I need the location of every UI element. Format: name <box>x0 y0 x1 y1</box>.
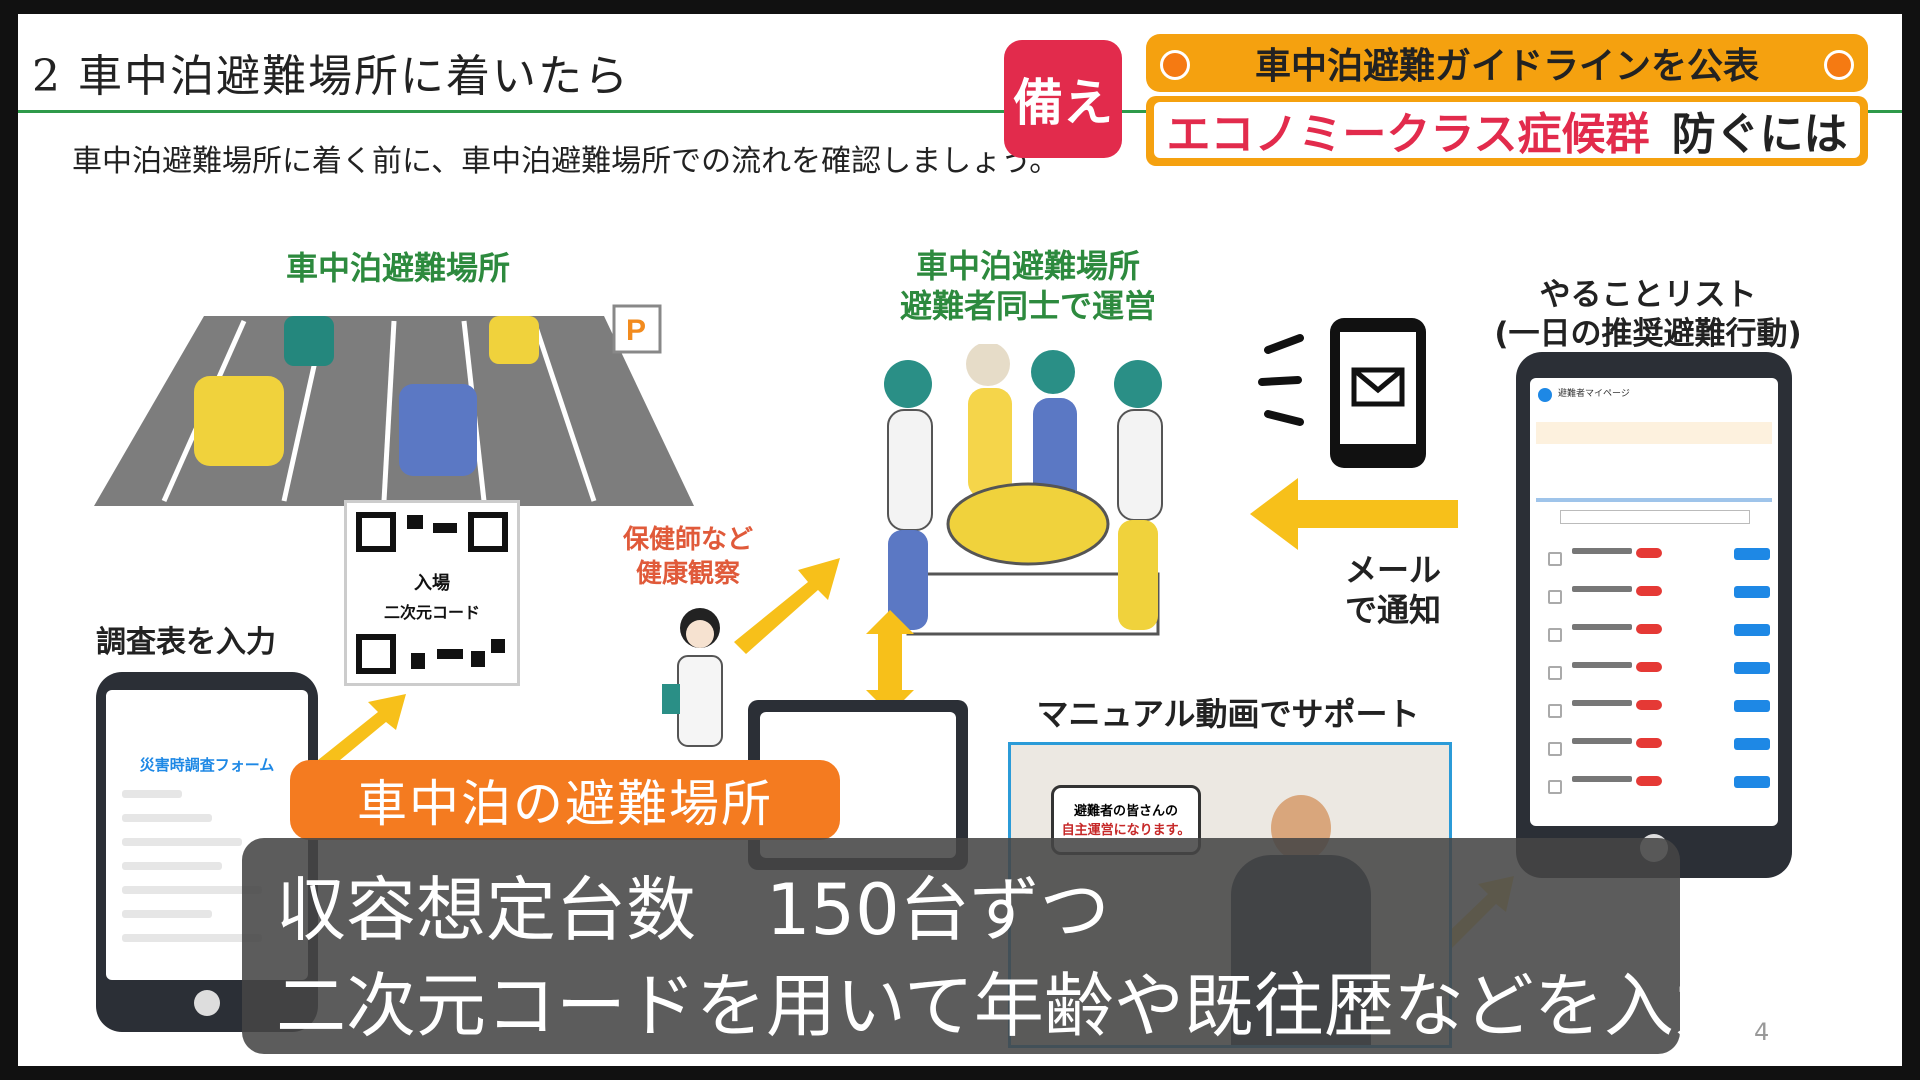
todo-item[interactable] <box>1548 738 1770 764</box>
parking-label: 車中泊避難場所 <box>285 249 510 287</box>
title-divider <box>18 110 1902 113</box>
video-support-label: マニュアル動画でサポート <box>1036 695 1420 733</box>
task-text <box>1572 738 1632 744</box>
section-title: 2 車中泊避難場所に着いたら <box>32 51 630 102</box>
svg-text:P: P <box>626 314 646 347</box>
qr-label-entry: 入場 <box>414 573 450 594</box>
todo-tablet: 避難者マイページ <box>1516 352 1792 878</box>
todo-item[interactable] <box>1548 776 1770 802</box>
form-field[interactable] <box>122 886 262 894</box>
slide-subtitle: 車中泊避難場所に着く前に、車中泊避難場所での流れを確認しましょう。 <box>72 144 1060 179</box>
parking-lot-illustration: P <box>94 304 694 506</box>
headline-bottom-banner: エコノミークラス症候群 防ぐには <box>1146 96 1868 166</box>
sign-line2: 自主運営になります。 <box>1061 823 1191 838</box>
form-field[interactable] <box>122 814 212 822</box>
task-text <box>1572 776 1632 782</box>
todo-list-label: やることリスト (一日の推奨避難行動) <box>1478 276 1818 354</box>
form-field[interactable] <box>122 910 212 918</box>
mypage-add-button[interactable] <box>1560 510 1750 524</box>
dot-icon <box>1160 50 1190 80</box>
mypage-avatar-icon <box>1538 388 1552 402</box>
todo-item[interactable] <box>1548 586 1770 612</box>
guide-button[interactable] <box>1734 548 1770 560</box>
phone-home-button <box>194 990 220 1016</box>
checkbox[interactable] <box>1548 704 1562 718</box>
required-badge <box>1636 624 1662 634</box>
mail-notify-label: メール で通知 <box>1318 550 1468 630</box>
todo-item[interactable] <box>1548 662 1770 688</box>
checkbox[interactable] <box>1548 590 1562 604</box>
headline-top-banner: 車中泊避難ガイドラインを公表 <box>1146 34 1868 92</box>
mail-label-line1: メール <box>1344 551 1441 589</box>
required-badge <box>1636 586 1662 596</box>
guide-button[interactable] <box>1734 662 1770 674</box>
todo-item[interactable] <box>1548 548 1770 574</box>
headline-bottom-inner: エコノミークラス症候群 防ぐには <box>1154 102 1860 160</box>
evacuees-cooking-illustration <box>884 344 1163 636</box>
required-badge <box>1636 738 1662 748</box>
todo-item[interactable] <box>1548 700 1770 726</box>
task-text <box>1572 700 1632 706</box>
headline-top-text: 車中泊避難ガイドラインを公表 <box>1254 46 1759 87</box>
caption-line-2: 二次元コードを用いて年齢や既往歴などを入力 <box>276 965 1744 1047</box>
survey-phone: 災害時調査フォーム <box>96 672 318 1032</box>
required-badge <box>1636 776 1662 786</box>
survey-label: 調査表を入力 <box>96 625 276 660</box>
sonae-badge: 備え <box>1004 40 1122 158</box>
entry-qr-code: 入場 二次元コード <box>344 500 520 686</box>
guide-button[interactable] <box>1734 700 1770 712</box>
mypage-progress <box>1536 498 1772 502</box>
health-label-line2: 健康観察 <box>635 558 740 589</box>
task-text <box>1572 548 1632 554</box>
evacuees-label-line2: 避難者同士で運営 <box>899 287 1156 325</box>
evacuees-label-line1: 車中泊避難場所 <box>915 247 1140 285</box>
mail-label-line2: で通知 <box>1344 591 1441 629</box>
task-text <box>1572 624 1632 630</box>
health-label-line1: 保健師など <box>622 525 753 555</box>
health-observation-label: 保健師など 健康観察 <box>608 524 768 592</box>
survey-form-title: 災害時調査フォーム <box>139 756 275 774</box>
flow-arrows <box>318 478 1514 952</box>
required-badge <box>1636 548 1662 558</box>
todo-tablet-screen: 避難者マイページ <box>1530 378 1778 826</box>
task-text <box>1572 662 1632 668</box>
sign-line1: 避難者の皆さんの <box>1073 804 1178 819</box>
form-field[interactable] <box>122 934 262 942</box>
required-badge <box>1636 662 1662 672</box>
dot-icon <box>1824 50 1854 80</box>
mypage-notice <box>1536 422 1772 444</box>
required-badge <box>1636 700 1662 710</box>
caption-box: 収容想定台数 150台ずつ 二次元コードを用いて年齢や既往歴などを入力 <box>242 838 1744 1054</box>
caption-line-1: 収容想定台数 150台ずつ <box>276 869 1110 951</box>
form-field[interactable] <box>122 838 242 846</box>
todo-label-line2: (一日の推奨避難行動) <box>1494 315 1802 352</box>
mypage-title: 避難者マイページ <box>1558 389 1630 399</box>
headline-black-text: 防ぐには <box>1671 109 1848 160</box>
checkbox[interactable] <box>1548 552 1562 566</box>
qr-label-code: 二次元コード <box>383 603 480 622</box>
checkbox[interactable] <box>1548 780 1562 794</box>
checkbox[interactable] <box>1548 742 1562 756</box>
checkbox[interactable] <box>1548 628 1562 642</box>
page-number: 4 <box>1754 1018 1770 1046</box>
checkbox[interactable] <box>1548 666 1562 680</box>
todo-label-line1: やることリスト <box>1539 277 1757 313</box>
todo-item[interactable] <box>1548 624 1770 650</box>
form-field[interactable] <box>122 790 182 798</box>
location-tag: 車中泊の避難場所 <box>290 760 840 840</box>
health-worker-illustration <box>662 608 723 747</box>
form-field[interactable] <box>122 862 222 870</box>
task-text <box>1572 586 1632 592</box>
guide-button[interactable] <box>1734 624 1770 636</box>
guide-button[interactable] <box>1734 586 1770 598</box>
guide-button[interactable] <box>1734 776 1770 788</box>
evacuees-label: 車中泊避難場所 避難者同士で運営 <box>858 246 1198 326</box>
mail-notification-illustration <box>1258 318 1426 468</box>
headline-red-text: エコノミークラス症候群 <box>1166 109 1650 160</box>
guide-button[interactable] <box>1734 738 1770 750</box>
